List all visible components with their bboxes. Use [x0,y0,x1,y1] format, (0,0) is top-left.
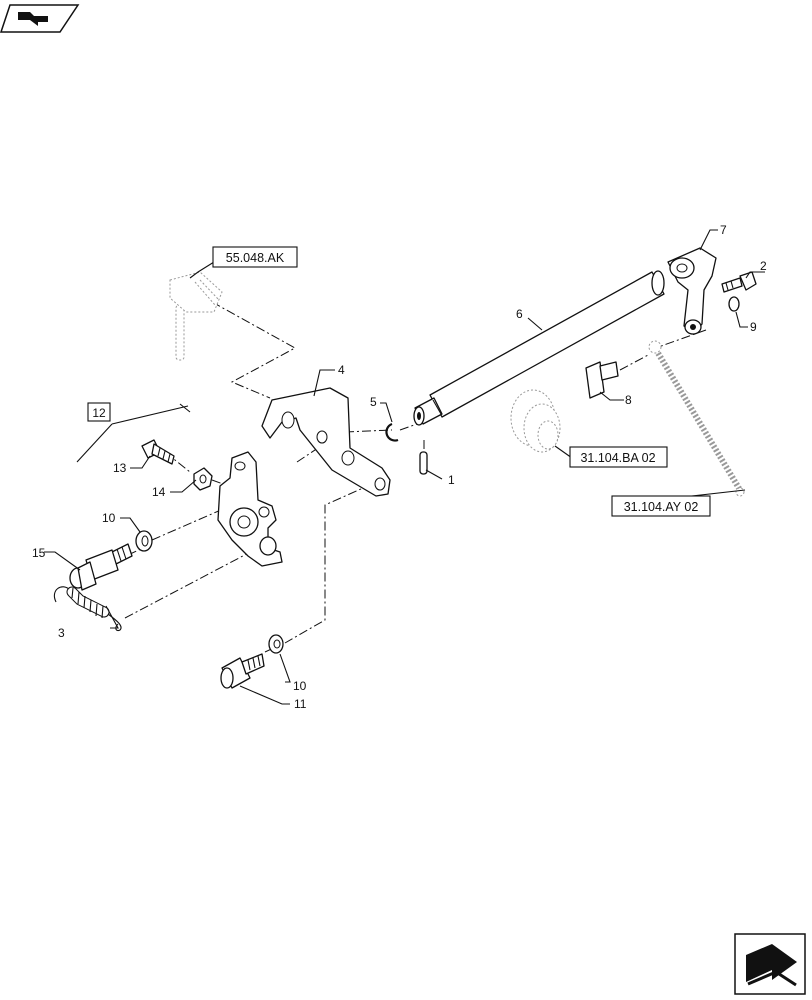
ref-31104ay-label[interactable]: 31.104.AY 02 [624,500,699,514]
ghost-fitting [169,271,223,361]
ghost-gear [510,389,561,453]
nut-14[interactable] [193,467,213,491]
callout-10-lower: 10 [293,679,307,693]
ref-31104ba-box[interactable]: 31.104.BA 02 [569,446,668,468]
callout-7: 7 [720,223,727,237]
bracket-4[interactable] [261,387,391,497]
callout-13: 13 [113,461,127,475]
screw-13[interactable] [141,439,175,465]
callout-14: 14 [152,485,166,499]
stud-15[interactable] [69,543,133,591]
lever-7[interactable] [667,247,717,335]
spring-3[interactable] [53,586,122,632]
ref-55048-label[interactable]: 55.048.AK [226,251,285,265]
callout-5: 5 [370,395,377,409]
callout-6: 6 [516,307,523,321]
book-arrow-icon[interactable] [0,4,80,33]
ghost-rod [648,340,745,497]
key-8[interactable] [585,361,619,399]
ref-31104ay-box[interactable]: 31.104.AY 02 [611,495,711,517]
shaft-6[interactable] [413,270,665,426]
callout-8: 8 [625,393,632,407]
callout-10-upper: 10 [102,511,116,525]
ring-9[interactable] [728,296,740,312]
ref-55048-box[interactable]: 55.048.AK [212,246,298,268]
callout-labels: 1 2 3 4 5 6 7 8 9 10 10 11 13 14 15 [32,223,767,711]
callout-12: 12 [92,406,106,420]
next-page-arrow-icon[interactable] [734,933,806,995]
callout-9: 9 [750,320,757,334]
callout-1: 1 [448,473,455,487]
pin-1[interactable] [419,451,428,475]
snap-ring-5[interactable] [385,422,399,442]
callout-11: 11 [294,697,307,711]
callout-12-box[interactable]: 12 [87,402,111,422]
callout-15: 15 [32,546,46,560]
screw-11[interactable] [220,653,265,689]
ref-31104ba-label[interactable]: 31.104.BA 02 [580,451,655,465]
callout-3: 3 [58,626,65,640]
washer-10-upper[interactable] [135,530,153,552]
callout-2: 2 [760,259,767,273]
lever-body[interactable] [217,451,283,567]
bolt-2[interactable] [721,271,757,293]
callout-4: 4 [338,363,345,377]
washer-10-lower[interactable] [268,634,284,654]
center-lines [124,285,743,653]
